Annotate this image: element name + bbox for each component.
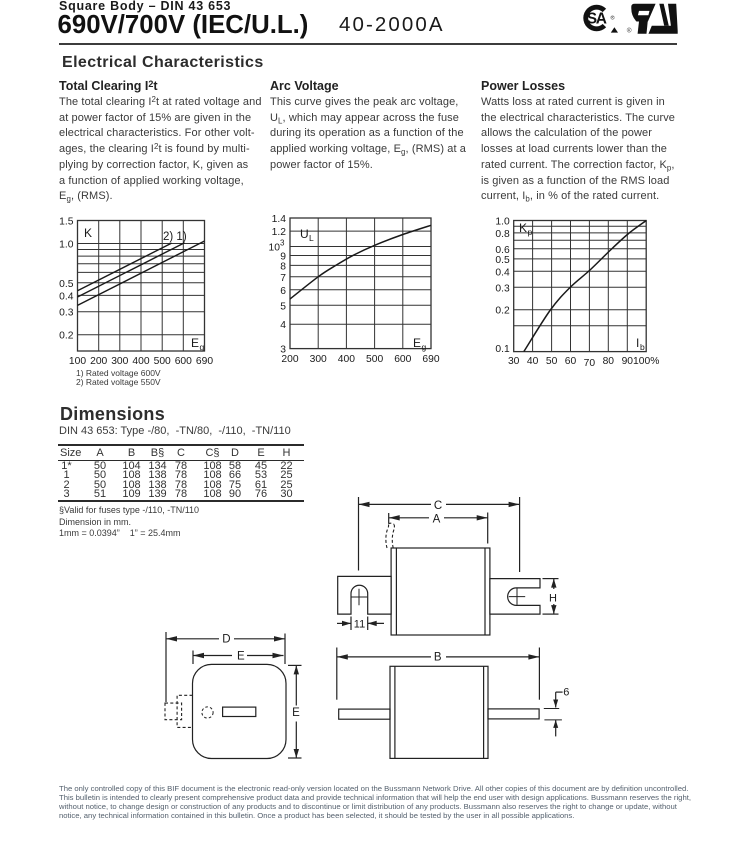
svg-text:6: 6	[563, 687, 569, 699]
svg-text:690: 690	[422, 354, 439, 365]
svg-text:300: 300	[111, 356, 128, 367]
svg-text:3: 3	[280, 239, 285, 248]
svg-text:U: U	[300, 227, 309, 241]
svg-text:60: 60	[565, 356, 577, 367]
svg-text:6: 6	[280, 286, 286, 297]
svg-text:1.0: 1.0	[495, 217, 510, 228]
svg-text:0.1: 0.1	[495, 344, 510, 355]
svg-text:9: 9	[280, 252, 286, 263]
svg-text:4: 4	[280, 320, 286, 331]
svg-text:E: E	[237, 651, 245, 663]
svg-text:500: 500	[154, 356, 171, 367]
svg-text:600: 600	[175, 356, 192, 367]
svg-text:p: p	[528, 227, 533, 237]
svg-text:0.3: 0.3	[59, 308, 74, 319]
svg-text:5: 5	[280, 301, 286, 312]
svg-text:400: 400	[132, 356, 149, 367]
svg-text:500: 500	[366, 354, 383, 365]
svg-text:SA: SA	[587, 11, 607, 28]
svg-text:7: 7	[280, 273, 286, 284]
svg-text:1.0: 1.0	[59, 240, 74, 251]
svg-text:100%: 100%	[633, 356, 659, 367]
svg-text:K: K	[519, 221, 527, 235]
svg-text:100: 100	[69, 356, 86, 367]
svg-text:g: g	[422, 342, 427, 352]
svg-text:200: 200	[281, 354, 298, 365]
svg-text:®: ®	[611, 15, 615, 22]
svg-text:E: E	[413, 336, 421, 350]
svg-text:E: E	[191, 336, 199, 350]
svg-text:0.2: 0.2	[495, 306, 510, 317]
svg-text:g: g	[200, 342, 205, 352]
svg-text:1.5: 1.5	[59, 217, 74, 228]
svg-text:I: I	[636, 336, 639, 350]
svg-text:K: K	[84, 226, 92, 240]
svg-text:0.2: 0.2	[59, 331, 74, 342]
svg-text:50: 50	[546, 356, 558, 367]
svg-text:30: 30	[508, 356, 520, 367]
svg-text:300: 300	[310, 354, 327, 365]
svg-text:600: 600	[394, 354, 411, 365]
svg-text:0.6: 0.6	[495, 245, 510, 256]
svg-text:E: E	[292, 707, 300, 719]
svg-text:0.4: 0.4	[495, 267, 510, 278]
svg-text:400: 400	[338, 354, 355, 365]
svg-text:®: ®	[627, 27, 632, 35]
svg-text:2) 1): 2) 1)	[163, 231, 187, 243]
svg-text:b: b	[640, 342, 645, 352]
svg-text:B: B	[434, 652, 442, 664]
svg-text:40: 40	[527, 356, 539, 367]
svg-text:0.8: 0.8	[495, 229, 510, 240]
svg-text:8: 8	[280, 261, 286, 272]
svg-text:0.5: 0.5	[59, 279, 74, 290]
svg-text:0.3: 0.3	[495, 283, 510, 294]
svg-text:0.5: 0.5	[495, 255, 510, 266]
svg-text:H: H	[549, 592, 557, 604]
svg-text:690: 690	[196, 356, 213, 367]
svg-text:L: L	[309, 233, 314, 243]
svg-text:11: 11	[354, 618, 365, 630]
svg-text:200: 200	[90, 356, 107, 367]
svg-text:70: 70	[584, 358, 596, 369]
svg-text:1.4: 1.4	[272, 214, 287, 225]
svg-text:90: 90	[622, 356, 634, 367]
svg-text:A: A	[433, 514, 441, 526]
svg-text:10: 10	[269, 243, 281, 254]
svg-text:D: D	[222, 634, 230, 646]
svg-text:C: C	[434, 500, 442, 512]
svg-text:80: 80	[603, 356, 615, 367]
svg-text:0.4: 0.4	[59, 291, 74, 302]
svg-text:3: 3	[280, 345, 286, 356]
svg-text:1.2: 1.2	[272, 227, 287, 238]
